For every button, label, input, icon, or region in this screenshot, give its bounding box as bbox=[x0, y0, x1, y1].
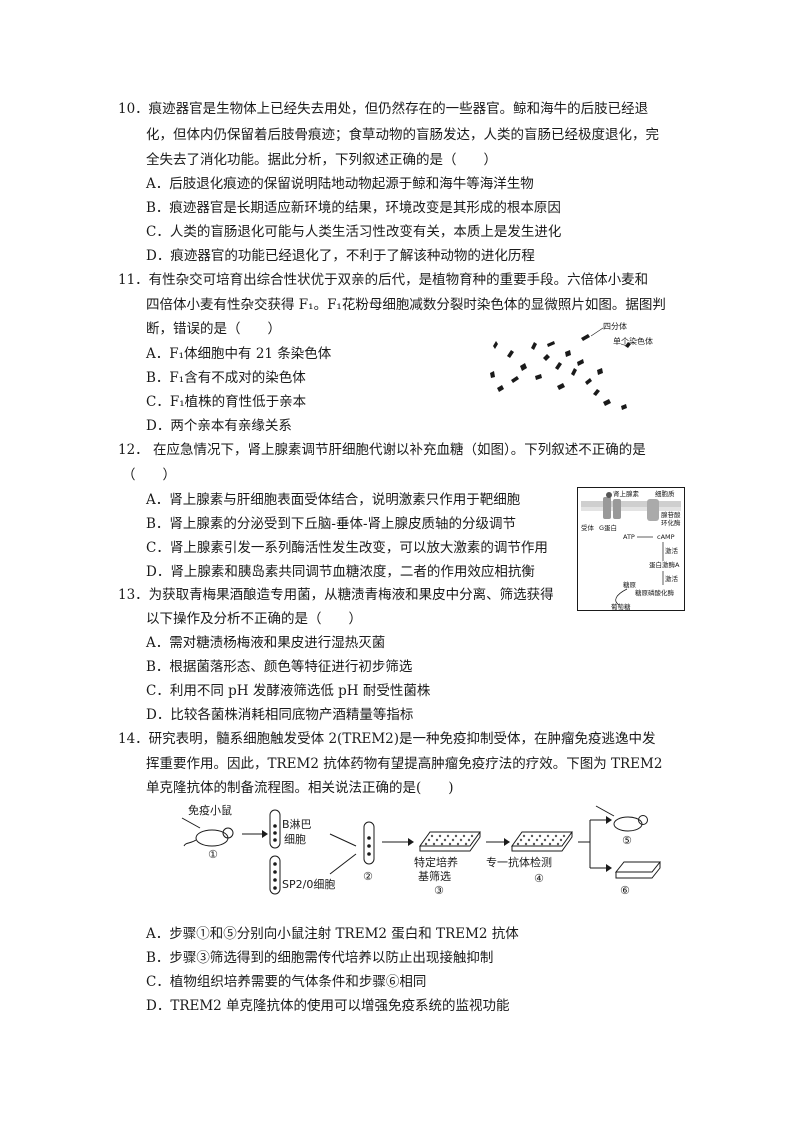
label-selective-medium-2: 基筛选 bbox=[418, 869, 451, 883]
label-glucose: 葡萄糖 bbox=[611, 602, 631, 611]
label-cytoplasm-top: 细胞质 bbox=[655, 489, 675, 498]
label-step-6: ⑥ bbox=[620, 884, 630, 897]
label-g-protein: G蛋白 bbox=[599, 523, 617, 532]
q13-option-b: B．根据菌落形态、颜色等特征进行初步筛选 bbox=[146, 659, 413, 675]
q10-stem-line-2: 化，但体内仍保留着后肢骨痕迹；食草动物的盲肠发达，人类的盲肠已经极度退化，完 bbox=[146, 127, 659, 143]
label-glycogen: 糖原 bbox=[623, 580, 637, 589]
culture-plate-2 bbox=[511, 831, 573, 852]
q11-option-d: D．两个亲本有亲缘关系 bbox=[146, 418, 292, 434]
q11-option-b: B．F₁含有不成对的染色体 bbox=[146, 370, 306, 386]
q14-option-d: D．TREM2 单克隆抗体的使用可以增强免疫系统的监视功能 bbox=[146, 998, 510, 1014]
q14-option-b: B．步骤③筛选得到的细胞需传代培养以防止出现接触抑制 bbox=[146, 950, 494, 966]
monoclonal-antibody-flowchart: 免疫小鼠 ① B淋巴 细胞 SP2/0细胞 ② 特定培养 基筛选 ③ bbox=[181, 803, 662, 897]
q13-stem-line-2: 以下操作及分析不正确的是（ ） bbox=[146, 611, 362, 627]
q13-option-a: A．需对糖渍杨梅液和果皮进行湿热灭菌 bbox=[146, 635, 386, 651]
label-activate-2: 激活 bbox=[665, 574, 679, 583]
label-tetrad: 四分体 bbox=[603, 321, 627, 331]
label-b-lymph: B淋巴 bbox=[282, 818, 312, 831]
q13-stem-line-1: 13．为获取青梅果酒酿造专用菌，从糖渍青梅液和果皮中分离、筛选获得 bbox=[118, 587, 554, 603]
label-cyclase: 环化酶 bbox=[661, 518, 681, 527]
q10-option-d: D．痕迹器官的功能已经退化了，不利于了解该种动物的进化历程 bbox=[146, 248, 535, 264]
label-single-chromosome: 单个染色体 bbox=[613, 336, 653, 346]
label-adenylate: 腺苷酸 bbox=[661, 510, 681, 519]
q13-option-c: C．利用不同 pH 发酵液筛选低 pH 耐受性菌株 bbox=[146, 683, 431, 699]
q12-stem-line-1: 12． 在应急情况下，肾上腺素调节肝细胞代谢以补充血糖（如图）。下列叙述不正确的… bbox=[118, 442, 646, 458]
q12-option-b: B．肾上腺素的分泌受到下丘脑-垂体-肾上腺皮质轴的分级调节 bbox=[146, 516, 517, 532]
label-step-2: ② bbox=[363, 870, 373, 883]
q12-option-c: C．肾上腺素引发一系列酶活性发生改变，可以放大激素的调节作用 bbox=[146, 540, 548, 556]
label-receptor: 受体 bbox=[581, 523, 595, 532]
q10-option-a: A．后肢退化痕迹的保留说明陆地动物起源于鲸和海牛等海洋生物 bbox=[146, 176, 534, 192]
q14-option-c: C．植物组织培养需要的气体条件和步骤⑥相同 bbox=[146, 974, 427, 990]
q14-stem-line-2: 挥重要作用。因此，TREM2 抗体药物有望提高肿瘤免疫疗法的疗效。下图为 TRE… bbox=[146, 756, 663, 772]
label-adrenaline: 肾上腺素 bbox=[613, 489, 640, 498]
q10-option-c: C．人类的盲肠退化可能与人类生活习性改变有关，本质上是发生进化 bbox=[146, 224, 562, 240]
q11-stem-line-1: 11．有性杂交可培育出综合性状优于双亲的后代，是植物育种的重要手段。六倍体小麦和 bbox=[118, 272, 649, 288]
label-step-5: ⑤ bbox=[622, 834, 632, 847]
q12-option-a: A．肾上腺素与肝细胞表面受体结合，说明激素只作用于靶细胞 bbox=[146, 492, 521, 508]
label-b-cell: 细胞 bbox=[284, 833, 306, 846]
label-activate-1: 激活 bbox=[665, 546, 679, 555]
label-glycogen-phosphorylase: 糖原磷酸化酶 bbox=[635, 588, 675, 597]
q10-stem-line-3: 全失去了消化功能。据此分析，下列叙述正确的是（ ） bbox=[146, 152, 497, 168]
label-sp20-cell: SP2/0细胞 bbox=[282, 878, 335, 891]
culture-plate-1 bbox=[419, 831, 481, 852]
q12-option-d: D．肾上腺素和胰岛素共同调节血糖浓度，二者的作用效应相抗衡 bbox=[146, 564, 535, 580]
label-step-4: ④ bbox=[534, 872, 544, 885]
q14-stem-line-1: 14．研究表明，髓系细胞触发受体 2(TREM2)是一种免疫抑制受体，在肿瘤免疫… bbox=[118, 731, 656, 747]
label-step-3: ③ bbox=[434, 884, 444, 897]
label-step-1: ① bbox=[208, 848, 218, 861]
q13-option-d: D．比较各菌株消耗相同底物产酒精量等指标 bbox=[146, 707, 414, 723]
q12-stem-line-2: （ ） bbox=[122, 467, 176, 483]
label-camp: cAMP bbox=[657, 533, 675, 541]
label-immunized-mouse: 免疫小鼠 bbox=[188, 803, 232, 817]
label-selective-medium-1: 特定培养 bbox=[414, 855, 458, 869]
label-atp: ATP bbox=[623, 533, 635, 541]
q11-option-a: A．F₁体细胞中有 21 条染色体 bbox=[146, 346, 332, 362]
label-pka: 蛋白激酶A bbox=[649, 560, 680, 569]
q11-stem-line-2: 四倍体小麦有性杂交获得 F₁。F₁花粉母细胞减数分裂时染色体的显微照片如图。据图… bbox=[146, 297, 666, 313]
q11-stem-line-3: 断，错误的是（ ） bbox=[146, 321, 281, 337]
q10-stem-line-1: 10．痕迹器官是生物体上已经失去用处，但仍然存在的一些器官。鲸和海牛的后肢已经退 bbox=[118, 101, 649, 117]
adrenaline-signaling-diagram: 肾上腺素 细胞质 受体 G蛋白 腺苷酸 环化酶 ATP cAMP 激活 蛋白激酶… bbox=[577, 487, 685, 611]
q11-option-c: C．F₁植株的育性低于亲本 bbox=[146, 394, 307, 410]
chromosome-micrograph: 四分体 单个染色体 bbox=[490, 321, 653, 410]
label-antibody-detection: 专一抗体检测 bbox=[486, 855, 552, 869]
q14-stem-line-3: 单克隆抗体的制备流程图。相关说法正确的是( ) bbox=[146, 780, 454, 796]
q10-option-b: B．痕迹器官是长期适应新环境的结果，环境改变是其形成的根本原因 bbox=[146, 200, 561, 216]
q14-option-a: A．步骤①和⑤分别向小鼠注射 TREM2 蛋白和 TREM2 抗体 bbox=[146, 926, 519, 942]
